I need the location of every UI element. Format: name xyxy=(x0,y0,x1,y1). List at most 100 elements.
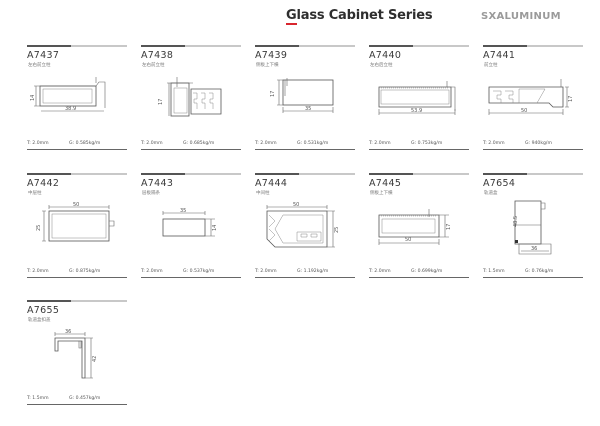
dim-height: 42 xyxy=(92,356,98,362)
thickness: T: 1.5mm xyxy=(483,269,505,274)
profile-drawing: 36 42 xyxy=(54,329,98,379)
weight: G: 0.537kg/m xyxy=(183,269,215,274)
weight: G: 940kg/m xyxy=(525,141,552,146)
card-top-divider xyxy=(27,300,127,302)
product-card-a7437: A7437 左右前立柱 14 38.9 T: 2.0mm G: 0.585kg/… xyxy=(27,45,127,155)
product-card-a7444: A7444 中间柱 50 25 T: 2.0mm G: 1.192kg/m xyxy=(255,173,355,283)
card-top-divider xyxy=(141,45,241,47)
card-top-divider xyxy=(483,173,583,175)
product-specs: T: 2.0mm G: 0.699kg/m xyxy=(369,269,469,274)
thickness: T: 2.0mm xyxy=(255,141,277,146)
card-bottom-divider xyxy=(27,404,127,405)
product-code: A7439 xyxy=(255,50,288,61)
product-specs: T: 2.0mm G: 0.585kg/m xyxy=(27,141,127,146)
dim-width: 35 xyxy=(180,208,186,214)
dim-height: 48.5 xyxy=(513,216,519,227)
product-name: 左右前立柱 xyxy=(142,63,165,68)
dim-height: 25 xyxy=(334,227,340,233)
card-bottom-divider xyxy=(369,149,469,150)
dim-height: 17 xyxy=(446,224,452,230)
product-code: A7443 xyxy=(141,178,174,189)
product-card-a7438: A7438 左右前立柱 17 T: 2.0mm G: 0.685kg/m xyxy=(141,45,241,155)
product-code: A7444 xyxy=(255,178,288,189)
dim-height: 25 xyxy=(36,225,42,231)
product-specs: T: 1.5mm G: 0.457kg/m xyxy=(27,396,127,401)
product-card-a7445: A7445 侧板上下横 17 50 T: 2.0mm G: 0.699kg/m xyxy=(369,173,469,283)
brand-logo-text: SXALUMINUM xyxy=(481,11,561,22)
dim-width: 50 xyxy=(293,202,299,208)
product-card-a7654: A7654 轨道盒 48.5 36 T: 1.5mm G: 0.76kg/m xyxy=(483,173,583,283)
product-specs: T: 2.0mm G: 0.531kg/m xyxy=(255,141,355,146)
card-bottom-divider xyxy=(255,149,355,150)
card-top-divider xyxy=(255,173,355,175)
product-specs: T: 2.0mm G: 1.192kg/m xyxy=(255,269,355,274)
product-code: A7438 xyxy=(141,50,174,61)
card-top-divider xyxy=(255,45,355,47)
weight: G: 1.192kg/m xyxy=(297,269,329,274)
profile-drawing: 50 25 xyxy=(266,202,340,248)
dim-width: 53.9 xyxy=(411,108,422,114)
weight: G: 0.685kg/m xyxy=(183,141,215,146)
dim-width: 38.9 xyxy=(65,106,76,112)
product-code: A7442 xyxy=(27,178,60,189)
product-specs: T: 1.5mm G: 0.76kg/m xyxy=(483,269,583,274)
thickness: T: 2.0mm xyxy=(27,269,49,274)
profile-drawing: 35 14 xyxy=(162,208,218,237)
product-code: A7655 xyxy=(27,305,60,316)
card-top-divider xyxy=(27,173,127,175)
card-bottom-divider xyxy=(27,149,127,150)
profile-drawing: 53.9 xyxy=(378,81,456,115)
product-name: 侧板上下横 xyxy=(370,191,393,196)
thickness: T: 1.5mm xyxy=(27,396,49,401)
thickness: T: 2.0mm xyxy=(369,269,391,274)
thickness: T: 2.0mm xyxy=(483,141,505,146)
profile-drawing: 48.5 36 xyxy=(513,200,552,255)
card-top-divider xyxy=(27,45,127,47)
weight: G: 0.875kg/m xyxy=(69,269,101,274)
weight: G: 0.585kg/m xyxy=(69,141,101,146)
card-bottom-divider xyxy=(27,277,127,278)
dim-height: 17 xyxy=(270,91,276,97)
title-rest: lass Cabinet Series xyxy=(296,8,433,23)
profile-drawing: 17 35 xyxy=(270,78,334,113)
product-specs: T: 2.0mm G: 940kg/m xyxy=(483,141,583,146)
title-first-letter: G xyxy=(286,8,299,25)
card-bottom-divider xyxy=(369,277,469,278)
product-code: A7440 xyxy=(369,50,402,61)
product-card-a7655: A7655 轨道盒扣盖 36 42 T: 1.5mm G: 0.457kg/m xyxy=(27,300,127,410)
thickness: T: 2.0mm xyxy=(27,141,49,146)
dim-width: 50 xyxy=(73,202,79,208)
product-code: A7441 xyxy=(483,50,516,61)
product-specs: T: 2.0mm G: 0.537kg/m xyxy=(141,269,241,274)
product-card-a7443: A7443 层板隔条 35 14 T: 2.0mm G: 0.537kg/m xyxy=(141,173,241,283)
product-name: 中层柱 xyxy=(28,191,42,196)
dim-width: 50 xyxy=(405,237,411,243)
card-bottom-divider xyxy=(483,277,583,278)
product-card-a7441: A7441 前立柱 17 50 T: 2.0mm G: 940kg/m xyxy=(483,45,583,155)
weight: G: 0.531kg/m xyxy=(297,141,329,146)
dim-width: 36 xyxy=(65,329,71,335)
product-card-a7440: A7440 左右后立柱 53.9 T: 2.0mm G: 0.753kg/m xyxy=(369,45,469,155)
product-specs: T: 2.0mm G: 0.875kg/m xyxy=(27,269,127,274)
card-top-divider xyxy=(369,173,469,175)
dim-height: 17 xyxy=(158,99,164,105)
profile-drawing: 14 38.9 xyxy=(30,77,106,112)
dim-height: 17 xyxy=(568,96,574,102)
card-top-divider xyxy=(141,173,241,175)
dim-width: 35 xyxy=(305,106,311,112)
product-card-a7439: A7439 侧板上下横 17 35 T: 2.0mm G: 0.531kg/m xyxy=(255,45,355,155)
product-name: 层板隔条 xyxy=(142,191,160,196)
product-name: 左右前立柱 xyxy=(28,63,51,68)
weight: G: 0.457kg/m xyxy=(69,396,101,401)
product-card-a7442: A7442 中层柱 50 25 T: 2.0mm G: 0.875kg/m xyxy=(27,173,127,283)
thickness: T: 2.0mm xyxy=(369,141,391,146)
weight: G: 0.753kg/m xyxy=(411,141,443,146)
profile-drawing: 50 25 xyxy=(36,202,115,242)
profile-drawing: 17 50 xyxy=(488,79,574,115)
card-top-divider xyxy=(369,45,469,47)
thickness: T: 2.0mm xyxy=(141,269,163,274)
product-code: A7437 xyxy=(27,50,60,61)
product-code: A7445 xyxy=(369,178,402,189)
page-title: Glass Cabinet Series xyxy=(286,8,433,25)
card-bottom-divider xyxy=(483,149,583,150)
